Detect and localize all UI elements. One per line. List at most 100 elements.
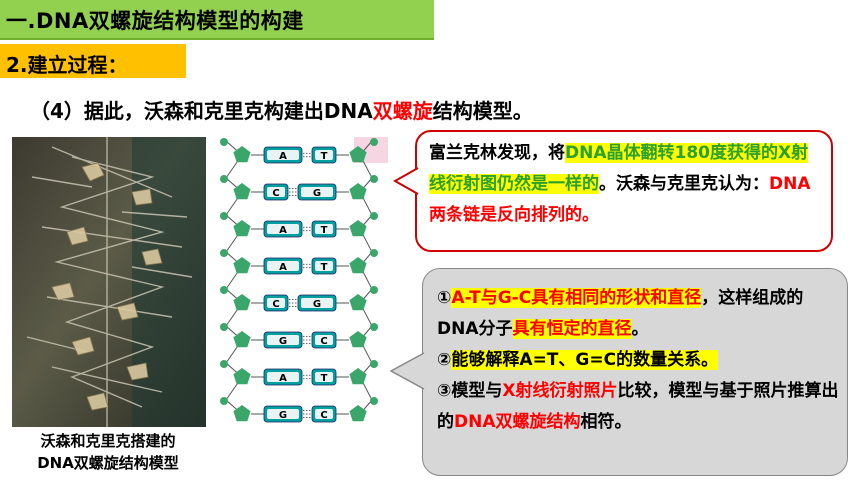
heading-red: 双螺旋 [372,99,433,123]
base-left-inner [267,335,299,345]
conclusions-text: ①A-T与G-C具有相同的形状和直径，这样组成的DNA分子具有恒定的直径。 ②能… [437,283,839,438]
sugar-node [349,257,367,274]
phosphate-node [370,286,378,294]
phosphate-node [220,360,228,368]
base-right-inner [315,261,333,271]
heading-prefix: （4）据此，沃森和克里克构建出DNA [30,99,373,123]
point3-end: 相符。 [580,412,632,432]
point2-highlight: 能够解释A=T、G=C的数量关系。 [451,350,719,370]
phosphate-node [220,175,228,183]
phosphate-node [220,212,228,220]
base-right-inner [315,224,333,234]
phosphate-node [220,323,228,331]
base-right-label: G [313,299,321,310]
base-left-inner [267,224,299,234]
base-left-label: A [279,262,287,273]
point3-prefix: ③模型与 [437,381,503,401]
base-right-inner [315,409,333,419]
phosphate-node [220,138,228,146]
sugar-node [349,331,367,348]
sugar-node [233,331,251,348]
conclusions-callout: ①A-T与G-C具有相同的形状和直径，这样组成的DNA分子具有恒定的直径。 ②能… [389,268,848,476]
sugar-node [233,294,251,311]
subsection-title: 2.建立过程： [6,53,128,77]
phosphate-node [370,249,378,257]
section-title-bar: 一.DNA双螺旋结构模型的构建 [0,0,434,40]
base-left-label: C [272,188,279,199]
step-heading: （4）据此，沃森和克里克构建出DNA双螺旋结构模型。 [30,95,533,124]
franklin-callout: 富兰克林发现，将DNA晶体翻转180度获得的X射线衍射图仍然是一样的。沃森与克里… [393,130,833,252]
base-left-label: A [279,373,287,384]
base-left-inner [267,150,299,160]
box1-text-1: 富兰克林发现，将 [429,143,565,163]
sugar-node [349,220,367,237]
base-right-label: T [321,151,328,162]
box1-text-3: 。沃森与克里克认为： [599,174,769,194]
base-right-inner [315,335,333,345]
point1-red: A-T与G-C具有相同的形状和直径 [451,288,702,308]
photo-caption-line2: DNA双螺旋结构模型 [37,454,179,472]
point1-red2: 具有恒定的直径 [512,319,632,339]
phosphate-node [220,286,228,294]
phosphate-node [370,397,378,405]
sugar-node [349,368,367,385]
phosphate-node [370,212,378,220]
point1-mid: ，这样组成的DNA分子 [437,288,804,339]
point3-red2: DNA双螺旋结构 [454,412,581,432]
photo-caption: 沃森和克里克搭建的 DNA双螺旋结构模型 [10,430,206,474]
base-right-label: T [321,225,328,236]
phosphate-node [370,138,378,146]
sugar-node [349,294,367,311]
callout-pointer [393,167,419,195]
subsection-title-bar: 2.建立过程： [0,44,186,78]
sugar-node [233,405,251,422]
base-left-inner [267,372,299,382]
point3-red: X射线衍射照片 [502,381,618,401]
point1-end: 。 [631,319,649,339]
point1-number: ① [437,288,452,308]
base-right-inner [315,150,333,160]
base-right-inner [315,372,333,382]
sugar-node [349,405,367,422]
sugar-node [233,368,251,385]
photo-caption-line1: 沃森和克里克搭建的 [40,432,176,450]
sugar-node [349,183,367,200]
base-right-inner [301,187,333,197]
base-right-label: T [321,262,328,273]
base-left-label: G [279,336,287,347]
base-left-inner [267,409,299,419]
base-left-label: C [272,299,279,310]
callout-pointer-2 [389,352,425,390]
sugar-node [233,183,251,200]
base-right-label: C [320,410,327,421]
point2-number: ② [437,350,452,370]
heading-suffix: 结构模型。 [432,99,533,123]
dna-model-photo [12,137,206,427]
sugar-node [233,220,251,237]
base-right-label: G [313,188,321,199]
sugar-node [233,146,251,163]
base-left-inner [267,298,285,308]
franklin-callout-text: 富兰克林发现，将DNA晶体翻转180度获得的X射线衍射图仍然是一样的。沃森与克里… [429,138,824,231]
section-title: 一.DNA双螺旋结构模型的构建 [6,9,304,33]
phosphate-node [370,323,378,331]
phosphate-node [220,397,228,405]
base-left-label: G [279,410,287,421]
phosphate-node [370,360,378,368]
base-left-label: A [279,151,287,162]
phosphate-node [220,249,228,257]
sugar-node [233,257,251,274]
phosphate-node [370,175,378,183]
box1-red-text: DNA两条链是反向排列的。 [429,174,811,225]
base-left-label: A [279,225,287,236]
base-left-inner [267,187,285,197]
base-left-inner [267,261,299,271]
base-right-label: T [321,373,328,384]
sugar-node [349,146,367,163]
